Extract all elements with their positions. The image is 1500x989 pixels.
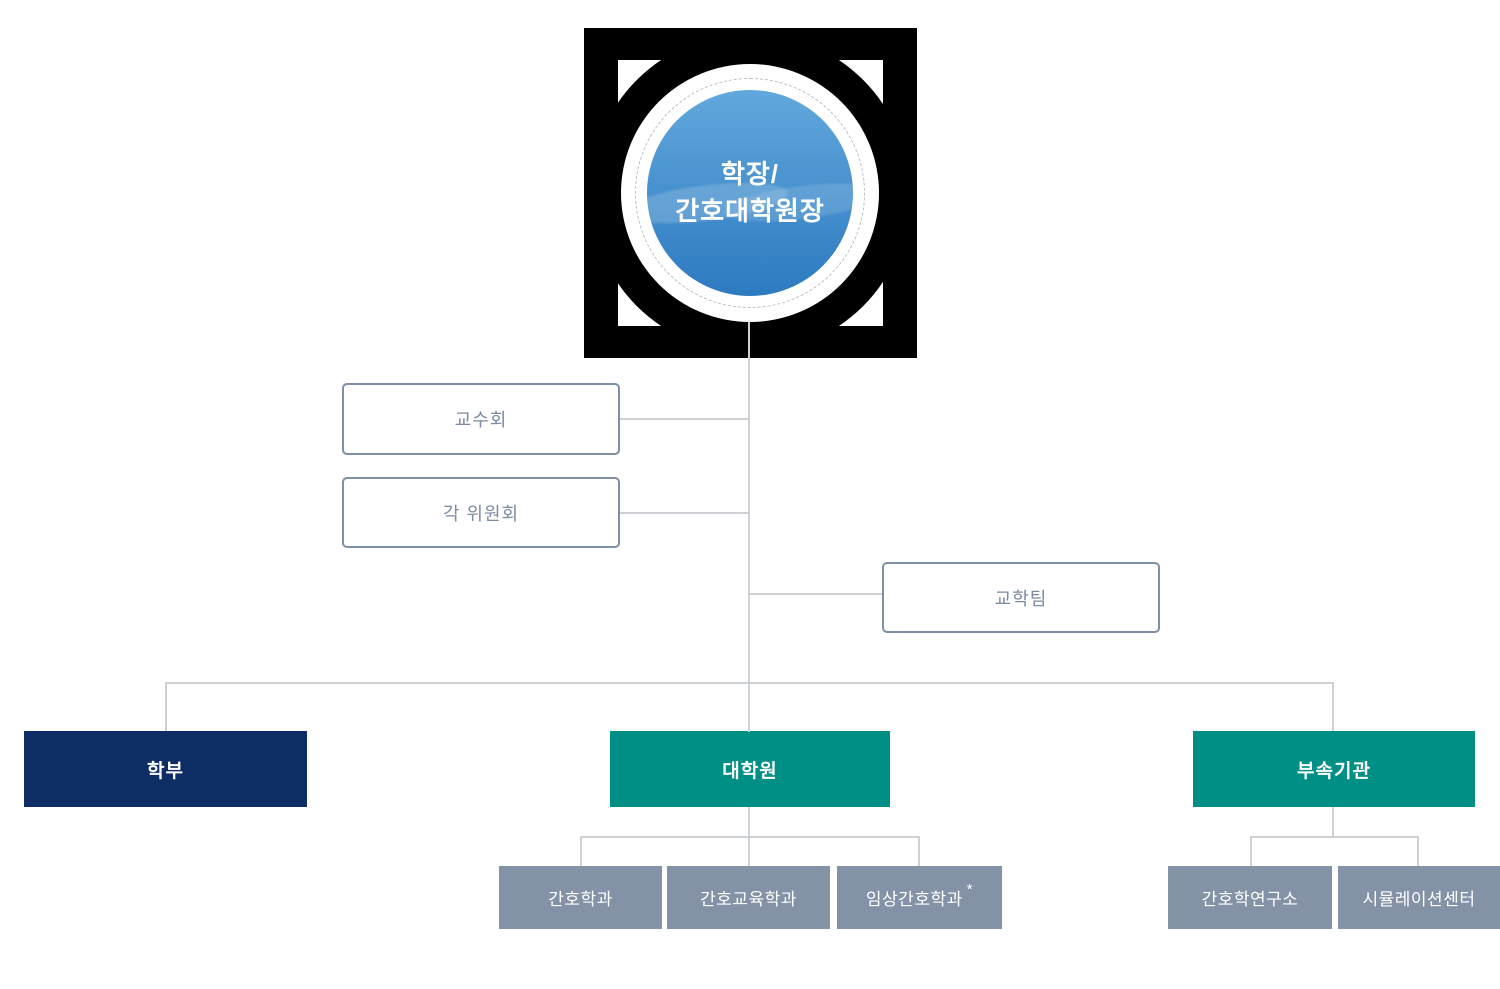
connector-line-staff	[749, 593, 883, 595]
node-affiliated-institutions: 부속기관	[1193, 731, 1475, 807]
node-dean: 학장/ 간호대학원장	[647, 90, 853, 296]
graduate-school-label: 대학원	[722, 760, 778, 782]
connector-line-main-vertical	[748, 321, 750, 732]
node-committees: 각 위원회	[342, 477, 620, 548]
connector-drop-aff-child-1	[1250, 836, 1252, 867]
connector-drop-affiliated	[1332, 682, 1334, 732]
connector-drop-grad-child-1	[580, 836, 582, 867]
simulation-center-label: 시뮬레이션센터	[1362, 890, 1476, 909]
clinical-nursing-dept-label: 임상간호학과	[865, 890, 963, 909]
dean-emblem: 학장/ 간호대학원장	[584, 28, 917, 358]
node-clinical-nursing-dept: 임상간호학과*	[837, 866, 1002, 929]
connector-affiliated-children	[1250, 836, 1419, 838]
connector-drop-grad-child-2	[748, 836, 750, 867]
committees-label: 각 위원회	[442, 503, 520, 524]
node-nursing-dept: 간호학과	[499, 866, 662, 929]
node-undergraduate: 학부	[24, 731, 307, 807]
connector-grad-children	[580, 836, 920, 838]
connector-grad-down	[748, 807, 750, 837]
emblem-dashed-ring	[635, 78, 865, 308]
dean-title-line1: 학장/	[720, 159, 780, 189]
affiliated-institutions-label: 부속기관	[1297, 760, 1371, 782]
node-nursing-education-dept: 간호교육학과	[667, 866, 830, 929]
connector-line-committee	[620, 512, 749, 514]
node-graduate-school: 대학원	[610, 731, 890, 807]
nursing-dept-label: 간호학과	[548, 890, 613, 909]
undergraduate-label: 학부	[147, 760, 184, 782]
connector-line-faculty	[620, 418, 749, 420]
academic-affairs-team-label: 교학팀	[994, 588, 1048, 609]
faculty-council-label: 교수회	[454, 410, 508, 430]
connector-drop-aff-child-2	[1417, 836, 1419, 867]
nursing-research-institute-label: 간호학연구소	[1201, 890, 1299, 909]
connector-drop-grad-child-3	[918, 836, 920, 867]
dean-title-line2: 간호대학원장	[675, 196, 825, 226]
node-faculty-council: 교수회	[342, 383, 620, 455]
connector-affiliated-down	[1332, 807, 1334, 837]
node-nursing-research-institute: 간호학연구소	[1168, 866, 1332, 929]
connector-drop-undergrad	[165, 682, 167, 732]
nursing-education-dept-label: 간호교육학과	[700, 890, 797, 909]
asterisk-mark: *	[966, 881, 974, 898]
node-simulation-center: 시뮬레이션센터	[1338, 866, 1500, 929]
node-academic-affairs-team: 교학팀	[882, 562, 1160, 633]
